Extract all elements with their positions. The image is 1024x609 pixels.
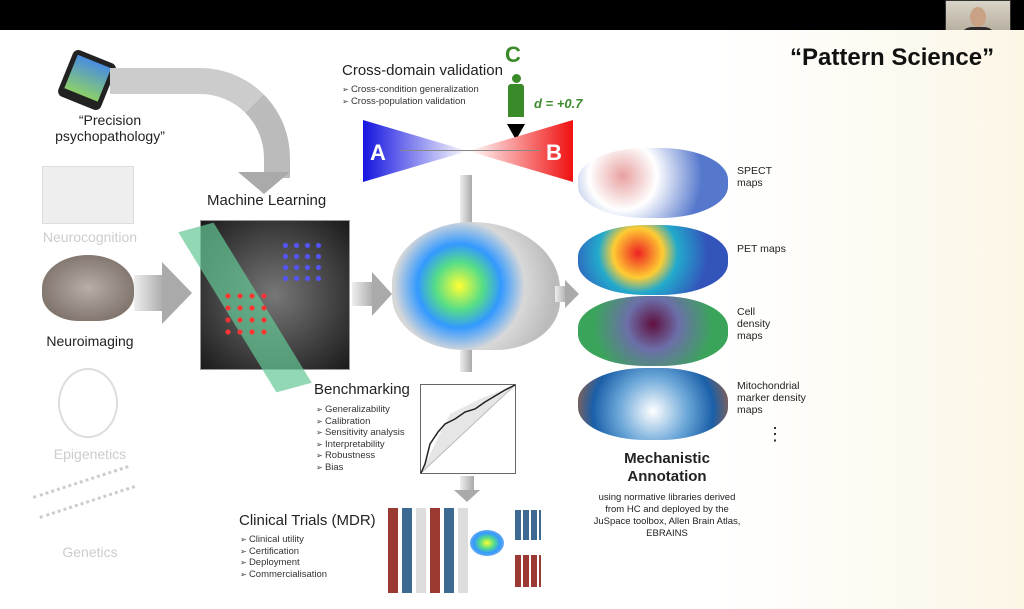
arrow-to-ml (134, 275, 164, 311)
point-cluster (280, 240, 325, 285)
pet-brains (578, 225, 728, 295)
bullet: Bias (316, 462, 405, 474)
bullet: Commercialisation (240, 569, 327, 581)
mitochondrial-brains (578, 368, 728, 440)
label-a: A (370, 140, 386, 165)
ellipsis: ⋮ (766, 424, 784, 444)
patient-crowd (388, 508, 468, 593)
mini-brain (470, 530, 504, 556)
arrow-head (454, 490, 480, 502)
bullet: Clinical utility (240, 534, 327, 546)
effect-size: d = +0.7 (534, 96, 583, 111)
clinical-list: Clinical utility Certification Deploymen… (240, 534, 327, 580)
roc-curve-plot (420, 384, 516, 474)
benchmarking-list: Generalizability Calibration Sensitivity… (316, 404, 405, 474)
machine-learning-label: Machine Learning (207, 192, 327, 209)
bullet: Calibration (316, 416, 405, 428)
label-c: C (505, 42, 521, 67)
bullet: Deployment (240, 557, 327, 569)
group-blue (515, 510, 541, 540)
neurocognition-icon (42, 166, 134, 224)
annotation-heading: Mechanistic Annotation (624, 450, 710, 485)
point-cluster (222, 290, 272, 340)
neuroimaging-label: Neuroimaging (46, 333, 134, 349)
axis-line (400, 150, 540, 151)
epigenetics-icon (58, 368, 118, 438)
arrow-head (565, 280, 579, 308)
arrow-up (460, 175, 472, 223)
arrow-head (372, 272, 392, 316)
group-red (515, 555, 541, 587)
arrow-to-brain (352, 282, 374, 306)
arrow-head (238, 172, 290, 194)
spect-brains (578, 148, 728, 218)
brain-icon (42, 255, 134, 321)
arrow-down (460, 350, 472, 372)
map-label-pet: PET maps (737, 243, 786, 255)
bullet: Cross-condition generalization (342, 84, 479, 96)
genetics-label: Genetics (62, 544, 118, 560)
top-bar (0, 0, 1024, 30)
map-label-mito: Mitochondrial marker density maps (737, 380, 806, 416)
bullet: Sensitivity analysis (316, 427, 405, 439)
bullet: Interpretability (316, 439, 405, 451)
clinical-heading: Clinical Trials (MDR) (239, 512, 376, 529)
bullet: Cross-population validation (342, 96, 479, 108)
neurocognition-label: Neurocognition (42, 229, 138, 245)
cross-domain-list: Cross-condition generalization Cross-pop… (342, 84, 479, 107)
slide-title: “Pattern Science” (790, 44, 995, 71)
bullet: Generalizability (316, 404, 405, 416)
map-label-spect: SPECT maps (737, 165, 772, 189)
person-icon (508, 74, 524, 118)
map-label-cell: Cell density maps (737, 306, 771, 342)
arrow-down (460, 476, 474, 492)
cell-density-brains (578, 296, 728, 366)
bullet: Robustness (316, 450, 405, 462)
annotation-text: using normative libraries derived from H… (593, 492, 741, 539)
arrow-to-maps (555, 286, 567, 302)
central-brain (392, 222, 560, 350)
label-b: B (546, 140, 562, 165)
cross-domain-heading: Cross-domain validation (342, 62, 503, 79)
arrow-head (162, 262, 192, 324)
epigenetics-label: Epigenetics (53, 446, 127, 462)
bullet: Certification (240, 546, 327, 558)
benchmarking-heading: Benchmarking (314, 381, 410, 398)
